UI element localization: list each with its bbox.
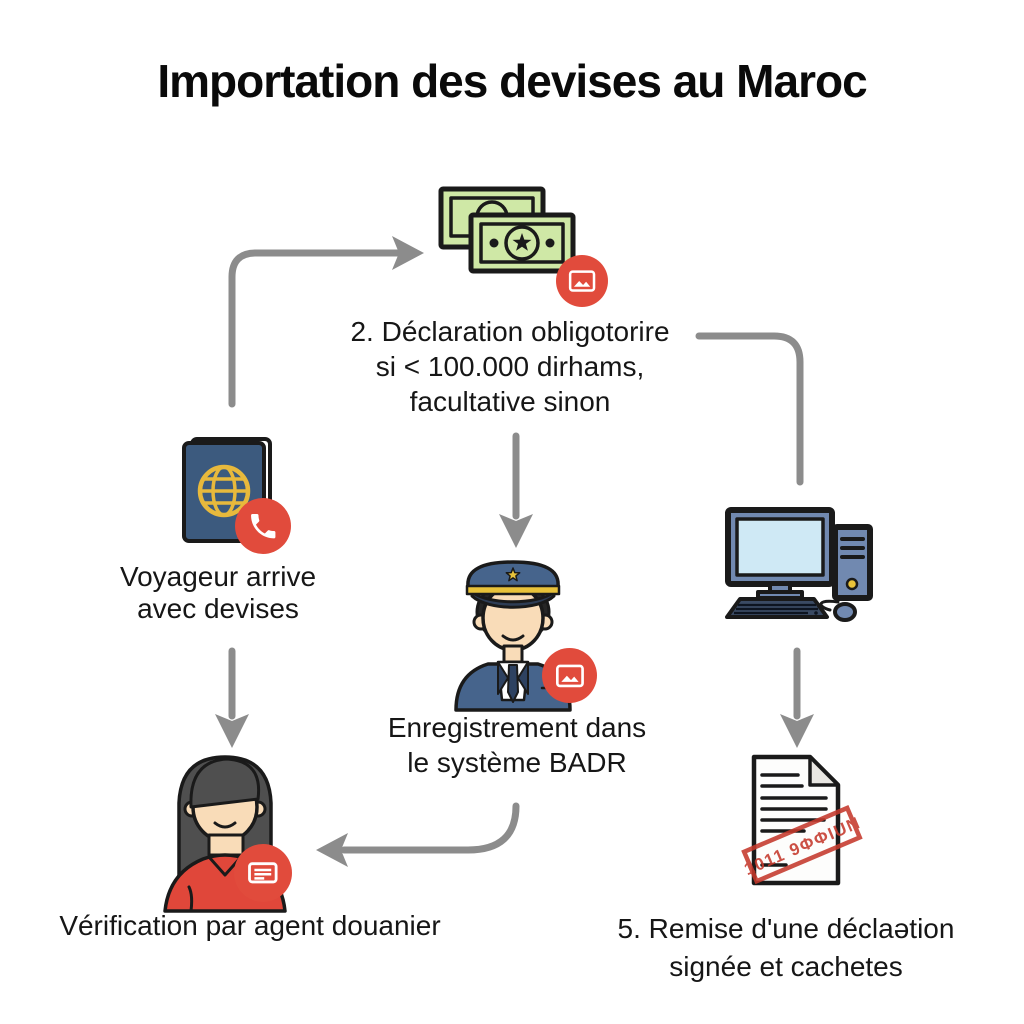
arrival-label: Voyageur arrive avec devises [119, 561, 317, 624]
phone-badge-icon [235, 498, 291, 554]
arrow-traveler-to-verification [215, 647, 249, 748]
note-badge-icon [234, 844, 292, 902]
arrow-traveler-to-banknotes [228, 236, 424, 408]
picture-badge-icon [556, 255, 608, 307]
stamped-document-icon: 1011 9ΦΦIUN [741, 754, 864, 886]
customs-officer-icon [454, 560, 572, 712]
arrow-computer-to-document [780, 647, 814, 748]
registration-label: Enregistrement dans le système BADR [387, 712, 647, 778]
declaration-label: 2. Déclaration obligotorire si < 100.000… [350, 316, 670, 417]
page-title: Importation des devises au Maroc [157, 55, 867, 107]
handover-label: 5. Remise d'une déclaətion signée et cac… [617, 913, 955, 982]
banknotes-icon [438, 186, 576, 274]
picture-badge-icon [542, 648, 597, 703]
connector-declaration-to-computer [695, 332, 804, 486]
verification-label: Vérification par agent douanier [59, 910, 441, 941]
arrow-registration-to-verification [316, 802, 520, 867]
arrow-declaration-to-officer [499, 432, 533, 548]
desktop-computer-icon [725, 507, 873, 622]
female-traveler-icon [163, 755, 287, 913]
